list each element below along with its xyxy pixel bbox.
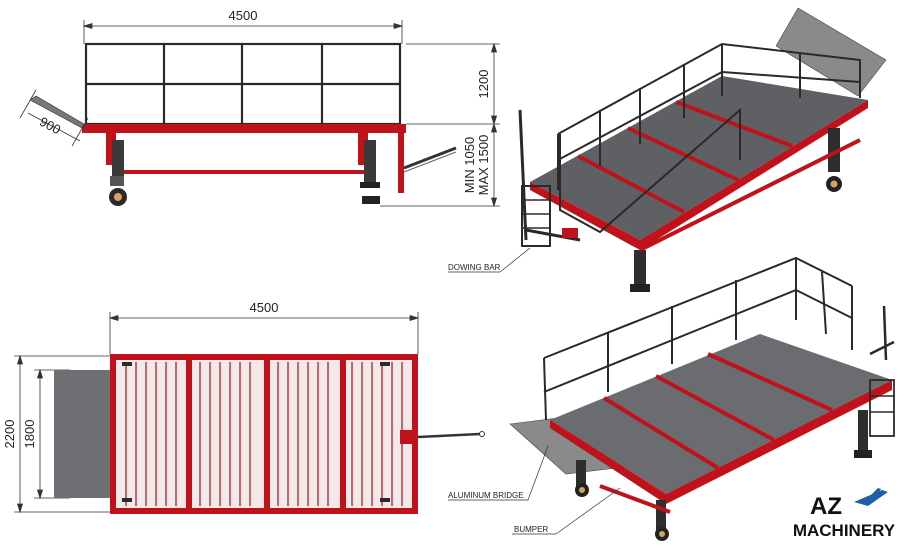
towing-callout-label: DOWING BAR (448, 263, 501, 272)
top-view: 4500 2200 1800 (2, 300, 485, 514)
iso2-deck (550, 334, 892, 494)
iso2-deck-edge-front (550, 420, 666, 504)
iso2-legs (575, 410, 872, 541)
iso2-deck-edge-side (666, 380, 892, 504)
side-leg-right (358, 133, 380, 204)
towing-callout-leader-diag (499, 247, 531, 273)
iso1-deck (530, 76, 868, 240)
iso1-legs (630, 128, 861, 292)
side-leg-left (106, 133, 127, 206)
side-tow-bar (398, 133, 457, 193)
iso1-railing (557, 42, 861, 234)
bumper-callout-leader-diag (555, 487, 621, 535)
logo-line1: AZ (810, 493, 842, 520)
bumper-callout-label: BUMPER (514, 525, 548, 534)
logo-plane-icon (854, 488, 888, 506)
brand-logo: AZ MACHINERY (790, 486, 898, 544)
top-length-dimension (108, 312, 420, 354)
top-width-dimension (14, 354, 110, 514)
side-deck-beam (82, 124, 406, 133)
side-bridge (19, 89, 89, 147)
side-railing-height-label: 1200 (476, 70, 491, 99)
side-length-dimension (82, 20, 404, 44)
top-bridge-plate (54, 370, 110, 498)
iso2-tow-bar (869, 305, 895, 437)
side-height-dimension (380, 42, 500, 208)
top-cross-members (186, 360, 346, 508)
side-railing (84, 42, 402, 126)
top-length-label: 4500 (250, 300, 279, 315)
iso1-deck-edge (530, 182, 640, 250)
side-platform-height-max: MAX 1500 (476, 135, 491, 196)
iso2-deck-dividers (602, 352, 833, 470)
top-deck-width-label: 1800 (22, 420, 37, 449)
iso1-deck-dividers (577, 100, 793, 214)
iso-view-front: ALUMINUM BRIDGE BUMPER (448, 256, 895, 541)
iso2-railing (543, 256, 853, 421)
bridge-callout-label: ALUMINUM BRIDGE (448, 491, 524, 500)
logo-line2: MACHINERY (793, 521, 896, 540)
iso-view-rear: DOWING BAR (448, 7, 887, 292)
iso1-tow-plate (562, 228, 578, 238)
side-view: 4500 (19, 8, 500, 208)
top-overall-width-label: 2200 (2, 420, 17, 449)
iso1-bridge (775, 7, 887, 97)
top-grating-lines (125, 362, 403, 506)
iso1-tow-bar (518, 109, 581, 247)
side-length-label: 4500 (229, 8, 258, 23)
iso1-deck-edge-side (640, 100, 868, 250)
top-tow-bar (400, 430, 485, 444)
side-platform-height-min: MIN 1050 (462, 137, 477, 193)
top-railing-posts (122, 362, 390, 502)
side-bridge-label: 900 (37, 114, 63, 137)
bridge-callout-leader-diag (527, 445, 549, 501)
